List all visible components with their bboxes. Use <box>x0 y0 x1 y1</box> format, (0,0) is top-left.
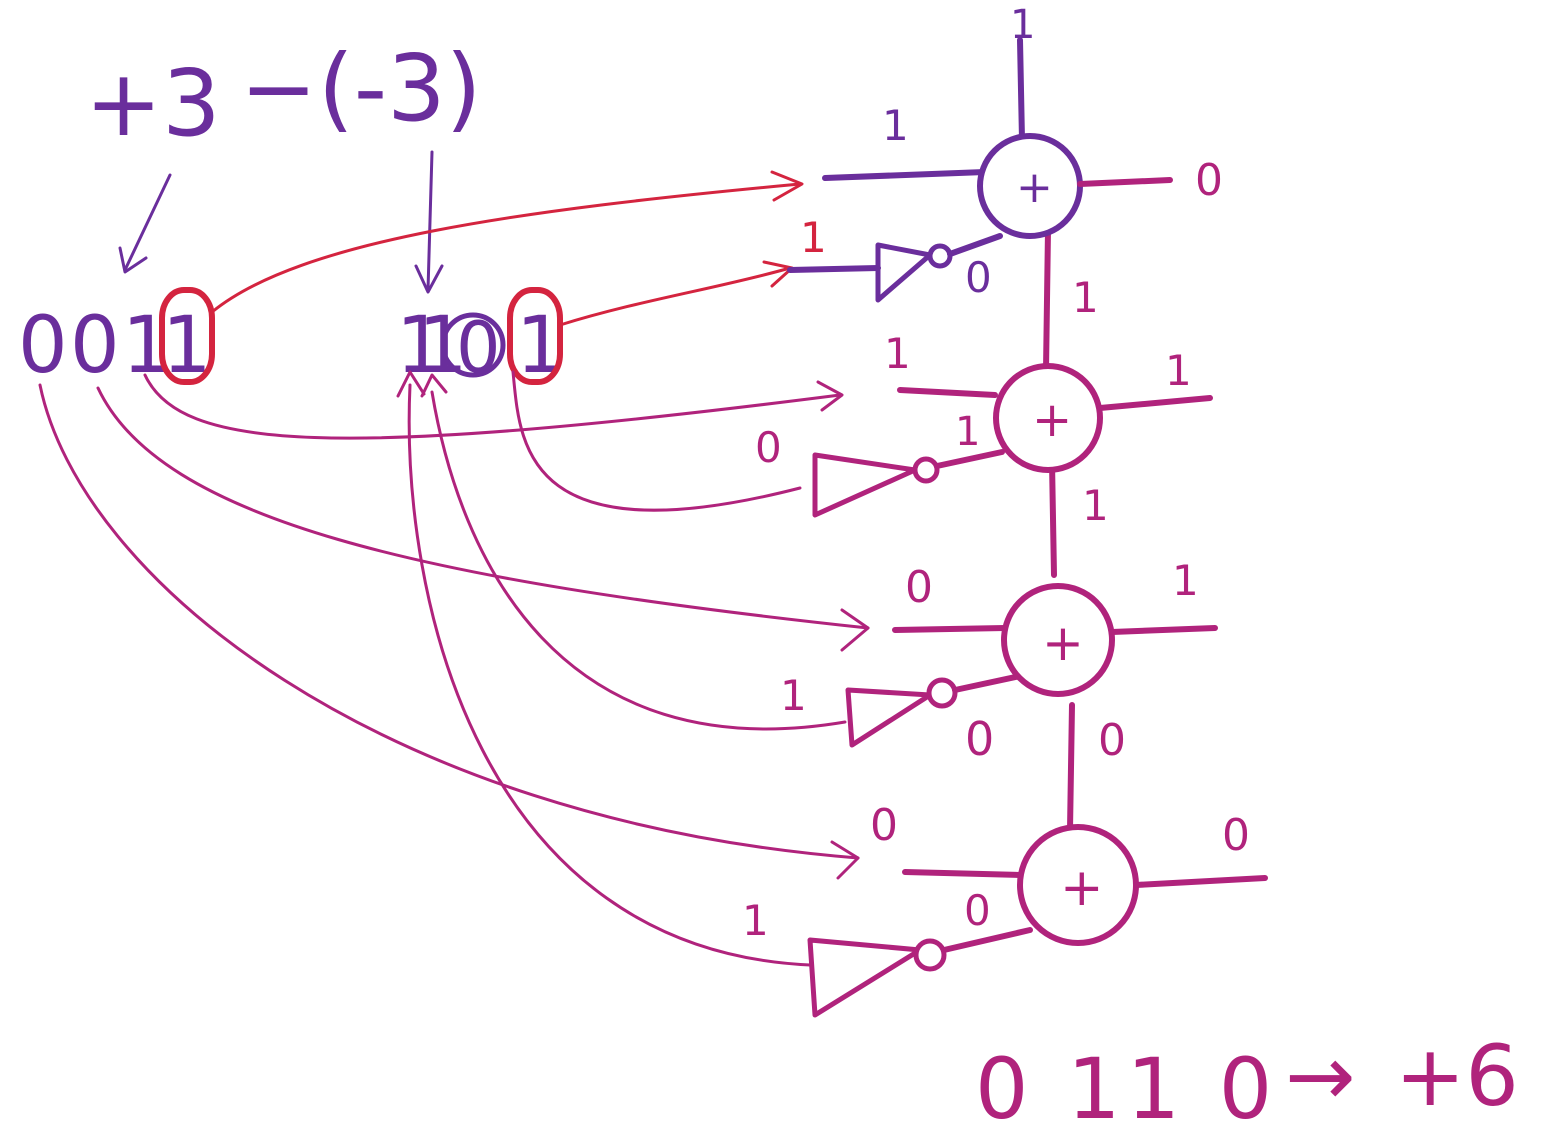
adder-3: + 0 1 0 0 <box>742 800 1268 1018</box>
expression-header: +3 − (-3) <box>85 35 482 157</box>
wire-a3-to-adder3 <box>38 383 860 860</box>
adder-3-sum-wire <box>1133 875 1268 888</box>
wire-b0-to-inverter0 <box>558 266 792 327</box>
result-bits: 0 11 0 <box>975 1040 1278 1137</box>
carry-in-wire <box>1017 37 1025 143</box>
adder-0-a-wire <box>822 169 988 181</box>
operand-a-pointer-arrow <box>123 173 172 272</box>
wire-a3-arrowhead <box>830 840 860 880</box>
adder-1-inverter-bubble <box>912 456 940 484</box>
adder-0-a-value: 1 <box>882 101 909 150</box>
adder-0-sum-wire <box>1077 177 1173 187</box>
adder-0-carry-in-value: 1 <box>1010 2 1035 48</box>
adder-1-binv-wire <box>934 449 1005 469</box>
adder-0-sum-value: 0 <box>1195 155 1223 206</box>
adder-1-plus-icon: + <box>1032 392 1072 448</box>
expression-operator: − <box>240 35 317 142</box>
carry-wire-0-1 <box>1043 227 1051 373</box>
adder-3-a-value: 0 <box>870 800 898 851</box>
adder-1-inverter-icon <box>812 452 918 518</box>
adder-3-b-inverted-value: 0 <box>964 886 991 935</box>
input-a-bits: 0 0 1 1 <box>18 287 215 391</box>
expression-operand-b: (-3) <box>318 35 482 142</box>
adder-0-binv-wire <box>947 233 1003 257</box>
adder-2-b-inverted-value: 0 <box>965 712 994 766</box>
adder-1-b-inverted-value: 1 <box>955 409 980 455</box>
input-a-bit-2: 0 <box>70 301 120 391</box>
adder-2-sum-wire <box>1109 625 1218 635</box>
adder-1-carry-out-value: 1 <box>1082 481 1109 530</box>
adder-2-carry-out-value: 0 <box>1098 715 1126 766</box>
adder-2: + 0 1 0 1 0 <box>780 556 1218 766</box>
operand-b-pointer-arrowhead <box>414 264 444 294</box>
adder-2-circle <box>1001 583 1115 697</box>
adder-1-a-wire <box>897 387 998 398</box>
adder-0-b-inverted-value: 0 <box>965 253 992 302</box>
adder-0-b-value: 1 <box>800 213 827 262</box>
adder-3-plus-icon: + <box>1060 858 1104 918</box>
result-value: +6 <box>1395 1027 1519 1125</box>
carry-wire-1-2 <box>1049 459 1057 578</box>
wire-b1-to-inverter1 <box>511 370 802 512</box>
adder-1: + 1 0 1 1 1 <box>755 329 1213 530</box>
adder-0-inverter-icon <box>875 242 933 303</box>
adder-3-b-value: 1 <box>742 896 769 945</box>
adder-3-inverter-bubble <box>913 938 947 972</box>
adder-0: + 1 1 1 0 0 1 <box>787 2 1223 322</box>
wire-a2-to-adder2 <box>96 386 870 630</box>
operand-a-pointer-arrowhead <box>118 246 148 274</box>
adder-3-binv-wire <box>941 927 1033 953</box>
input-a-bit-3: 0 <box>18 301 68 391</box>
adder-2-inverter-bubble <box>926 677 958 709</box>
wire-a1-arrowhead <box>816 380 844 412</box>
input-b-lsb-highlight <box>507 287 563 385</box>
operand-b-pointer-arrow <box>426 150 434 292</box>
adder-1-a-value: 1 <box>884 329 911 378</box>
wire-a2-arrowhead <box>840 608 870 652</box>
wire-b2-arrowhead <box>420 373 448 398</box>
input-a-lsb-highlight <box>159 287 215 385</box>
adder-1-sum-wire <box>1097 395 1213 411</box>
adder-0-carry-out-value: 1 <box>1072 273 1099 322</box>
adder-0-plus-icon: + <box>1016 162 1053 213</box>
wire-b3-to-inverter3 <box>407 383 812 967</box>
wire-a0-to-adder0 <box>210 182 802 314</box>
operand-pointer-arrows <box>118 150 444 294</box>
adder-2-plus-icon: + <box>1042 614 1084 672</box>
adder-3-sum-value: 0 <box>1222 810 1250 861</box>
adder-2-inverter-icon <box>845 687 933 748</box>
adder-3-a-wire <box>902 869 1023 878</box>
input-b-bit-3: 1 <box>396 301 446 391</box>
carry-wire-2-3 <box>1067 702 1075 833</box>
adder-2-b-value: 1 <box>780 671 807 720</box>
input-b-bit-1-circle <box>440 312 506 378</box>
wire-b2-to-inverter2 <box>430 390 847 731</box>
adder-0-inverter-bubble <box>927 243 953 269</box>
adder-2-a-wire <box>892 625 1008 633</box>
adder-1-sum-value: 1 <box>1165 346 1192 395</box>
adder-3-inverter-icon <box>807 937 923 1018</box>
wire-a0-arrowhead <box>770 170 804 202</box>
adder-1-b-value: 0 <box>755 423 782 472</box>
adder-2-sum-value: 1 <box>1172 556 1199 605</box>
carry-chain <box>1017 37 1075 833</box>
expression-operand-a: +3 <box>85 50 221 157</box>
adder-1-circle <box>993 363 1103 473</box>
result: 0 11 0 → +6 <box>975 1027 1519 1137</box>
adder-2-binv-wire <box>952 672 1028 693</box>
connection-wires <box>38 170 870 967</box>
input-b-bits: 1 1 0 1 <box>396 287 566 391</box>
wire-b3-arrowhead <box>396 370 426 398</box>
wire-a1-to-adder1 <box>143 373 842 440</box>
result-arrow-icon: → <box>1285 1027 1355 1125</box>
adder-0-b-wire <box>787 265 881 273</box>
adder-2-a-value: 0 <box>905 562 933 613</box>
